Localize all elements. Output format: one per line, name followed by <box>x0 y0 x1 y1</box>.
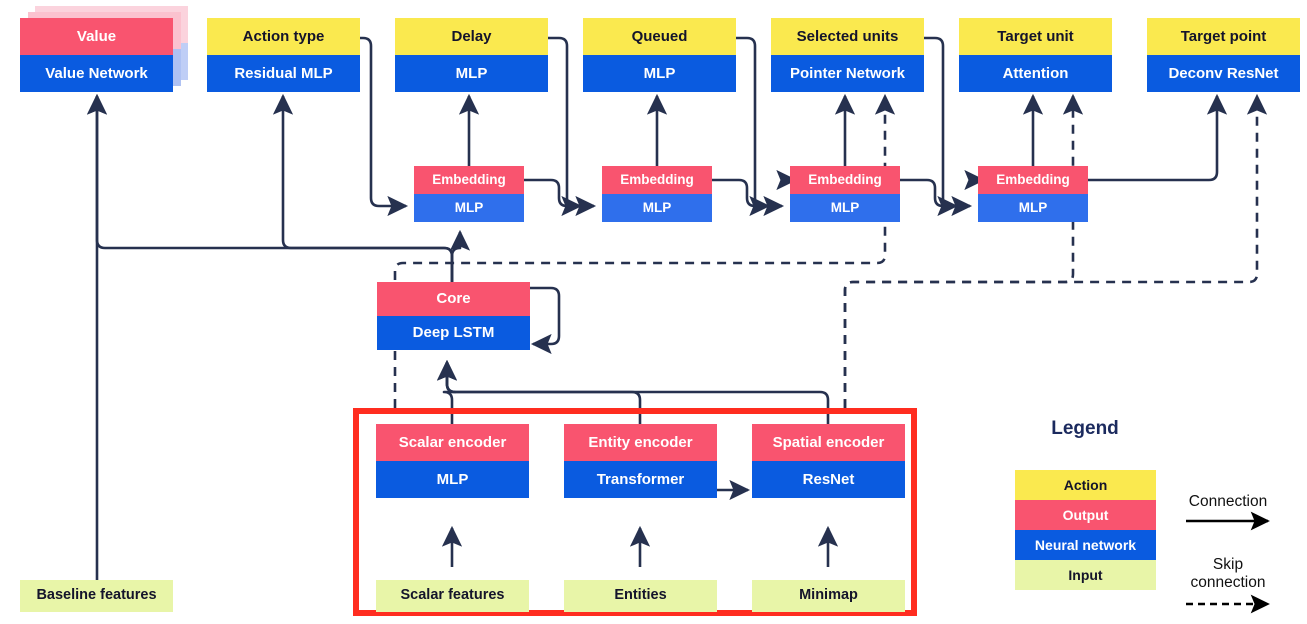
legend-swatch-output: Output <box>1015 500 1156 530</box>
node-core[interactable]: Core Deep LSTM <box>377 282 530 350</box>
node-embedding-4-output: Embedding <box>978 166 1088 194</box>
node-embedding-4-network: MLP <box>978 194 1088 222</box>
node-embedding-3-output: Embedding <box>790 166 900 194</box>
node-embedding-1-output: Embedding <box>414 166 524 194</box>
wire-core-to-value-network <box>86 93 454 282</box>
node-target-unit-action: Target unit <box>959 18 1112 55</box>
node-action-type-action: Action type <box>207 18 360 55</box>
legend-skip-connection-label: Skip connection <box>1190 556 1266 591</box>
node-baseline-features-label: Baseline features <box>20 580 173 612</box>
legend-swatch-neural-network: Neural network <box>1015 530 1156 560</box>
skip-wire-spatial-encoder-to-target-unit <box>843 93 1084 408</box>
node-core-network: Deep LSTM <box>377 316 530 350</box>
node-scalar-features-label: Scalar features <box>376 580 529 612</box>
skip-wire-entity-encoder-to-selected-units <box>393 93 896 408</box>
node-value-network: Value Network <box>20 55 173 92</box>
wire-embedding-2-to-embedding-3-link <box>712 178 771 217</box>
wire-embedding-4-to-target-point <box>1088 93 1228 182</box>
node-queued-network: MLP <box>583 55 736 92</box>
node-value-action: Value <box>20 18 173 55</box>
node-entities-label: Entities <box>564 580 717 612</box>
wire-embedding-3-to-embedding-4-link <box>900 178 959 217</box>
node-spatial-encoder[interactable]: Spatial encoder ResNet <box>752 424 905 498</box>
node-delay-network: MLP <box>395 55 548 92</box>
node-minimap-label: Minimap <box>752 580 905 612</box>
node-embedding-1[interactable]: Embedding MLP <box>414 166 524 222</box>
node-selected-units-action: Selected units <box>771 18 924 55</box>
legend-swatch-input: Input <box>1015 560 1156 590</box>
node-embedding-1-network: MLP <box>414 194 524 222</box>
node-baseline-features[interactable]: Baseline features <box>20 580 173 612</box>
node-entity-encoder-output: Entity encoder <box>564 424 717 461</box>
node-embedding-2-output: Embedding <box>602 166 712 194</box>
node-embedding-3-network: MLP <box>790 194 900 222</box>
node-selected-units[interactable]: Selected units Pointer Network <box>771 18 924 92</box>
skip-wire-spatial-encoder-to-target-point <box>843 93 1268 408</box>
legend-swatch-action: Action <box>1015 470 1156 500</box>
node-queued-action: Queued <box>583 18 736 55</box>
node-embedding-4[interactable]: Embedding MLP <box>978 166 1088 222</box>
wire-core-recurrent-loop <box>530 286 561 355</box>
node-embedding-3[interactable]: Embedding MLP <box>790 166 900 222</box>
legend-swatch-stack: Action Output Neural network Input <box>1015 470 1156 590</box>
legend-connection-label: Connection <box>1188 493 1268 510</box>
node-core-output: Core <box>377 282 530 316</box>
node-selected-units-network: Pointer Network <box>771 55 924 92</box>
node-scalar-features[interactable]: Scalar features <box>376 580 529 612</box>
node-target-unit[interactable]: Target unit Attention <box>959 18 1112 92</box>
wire-core-to-embedding-1 <box>449 229 471 282</box>
wire-embedding-1-to-embedding-2-link <box>524 178 583 217</box>
node-scalar-encoder[interactable]: Scalar encoder MLP <box>376 424 529 498</box>
node-delay[interactable]: Delay MLP <box>395 18 548 92</box>
node-spatial-encoder-output: Spatial encoder <box>752 424 905 461</box>
legend-title: Legend <box>1051 418 1119 439</box>
node-value[interactable]: Value Value Network <box>20 18 173 92</box>
node-target-point-action: Target point <box>1147 18 1300 55</box>
node-embedding-2-network: MLP <box>602 194 712 222</box>
node-action-type-network: Residual MLP <box>207 55 360 92</box>
node-target-point[interactable]: Target point Deconv ResNet <box>1147 18 1300 92</box>
node-entities[interactable]: Entities <box>564 580 717 612</box>
node-queued[interactable]: Queued MLP <box>583 18 736 92</box>
node-target-unit-network: Attention <box>959 55 1112 92</box>
node-scalar-encoder-network: MLP <box>376 461 529 498</box>
node-target-point-network: Deconv ResNet <box>1147 55 1300 92</box>
node-scalar-encoder-output: Scalar encoder <box>376 424 529 461</box>
node-action-type[interactable]: Action type Residual MLP <box>207 18 360 92</box>
encoder-group-highlight <box>353 408 917 616</box>
node-entity-encoder[interactable]: Entity encoder Transformer <box>564 424 717 498</box>
node-embedding-2[interactable]: Embedding MLP <box>602 166 712 222</box>
node-spatial-encoder-network: ResNet <box>752 461 905 498</box>
node-delay-action: Delay <box>395 18 548 55</box>
node-entity-encoder-network: Transformer <box>564 461 717 498</box>
node-minimap[interactable]: Minimap <box>752 580 905 612</box>
